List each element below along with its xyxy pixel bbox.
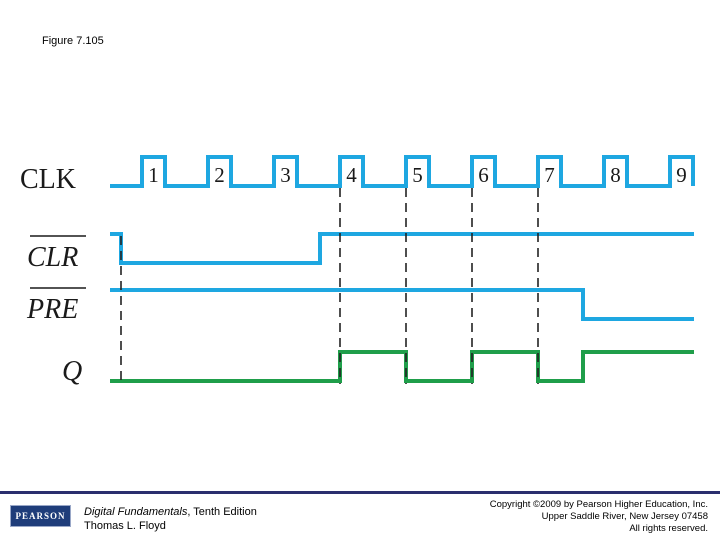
book-author: Thomas L. Floyd bbox=[84, 520, 166, 532]
clock-pulse-number: 1 bbox=[148, 163, 159, 187]
clock-pulse-number: 6 bbox=[478, 163, 489, 187]
pearson-logo-text: PEARSON bbox=[15, 511, 66, 521]
clock-pulse-number: 3 bbox=[280, 163, 291, 187]
book-title: Digital Fundamentals bbox=[84, 506, 188, 518]
timing-diagram: CLK CLR PRE Q 1 2 3 4 5 6 7 8 9 bbox=[20, 155, 695, 387]
clock-pulse-number: 9 bbox=[676, 163, 687, 187]
copyright-notice: Copyright ©2009 by Pearson Higher Educat… bbox=[490, 499, 708, 535]
q-label: Q bbox=[62, 356, 82, 387]
book-citation: Digital Fundamentals, Tenth Edition Thom… bbox=[84, 505, 257, 533]
q-waveform bbox=[110, 350, 694, 383]
copyright-line: Copyright ©2009 by Pearson Higher Educat… bbox=[489, 499, 708, 510]
clk-waveform bbox=[110, 155, 695, 188]
figure-title: Figure 7.105 bbox=[42, 35, 104, 47]
pre-label: PRE bbox=[26, 294, 78, 325]
copyright-line: Upper Saddle River, New Jersey 07458 bbox=[541, 511, 708, 522]
clock-pulse-number: 8 bbox=[610, 163, 621, 187]
clr-waveform bbox=[110, 232, 694, 265]
clock-pulse-number: 7 bbox=[544, 163, 555, 187]
copyright-line: All rights reserved. bbox=[629, 523, 708, 534]
pearson-logo: PEARSON bbox=[10, 505, 71, 527]
clock-pulse-number: 5 bbox=[412, 163, 423, 187]
clk-label: CLK bbox=[20, 164, 76, 195]
clock-pulse-number: 4 bbox=[346, 163, 357, 187]
clr-label: CLR bbox=[27, 242, 78, 273]
book-edition: , Tenth Edition bbox=[187, 506, 257, 518]
clock-pulse-number: 2 bbox=[214, 163, 225, 187]
footer-divider bbox=[0, 491, 720, 494]
pre-waveform bbox=[110, 288, 694, 321]
